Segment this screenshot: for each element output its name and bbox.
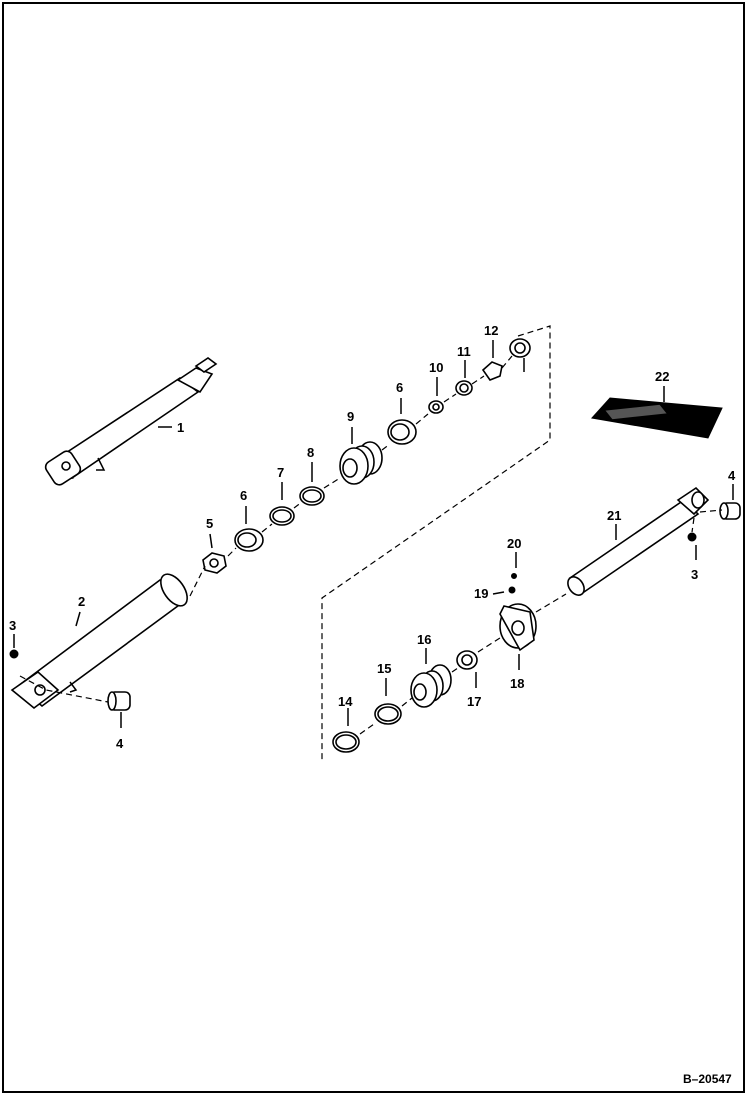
- callout-11: 11: [457, 344, 471, 359]
- callout-17: 17: [467, 694, 481, 709]
- part-4-bushing-left: [107, 691, 131, 711]
- part-17-washer: [456, 650, 478, 670]
- part-6-gland-upper: [387, 419, 417, 445]
- part-7-ring: [269, 506, 295, 526]
- part-21-rod: [567, 486, 710, 596]
- callout-2: 2: [78, 594, 85, 609]
- callout-5: 5: [206, 516, 213, 531]
- callout-21: 21: [607, 508, 621, 523]
- callout-9: 9: [347, 409, 354, 424]
- callout-19: 19: [474, 586, 488, 601]
- part-14-ring: [332, 731, 360, 753]
- callout-15: 15: [377, 661, 391, 676]
- callout-18: 18: [510, 676, 524, 691]
- callout-6-upper: 6: [396, 380, 403, 395]
- part-2-cylinder-barrel: [10, 573, 188, 710]
- part-6-gland-lower: [234, 528, 264, 552]
- figure-reference-number: B–20547: [683, 1072, 732, 1086]
- callout-8: 8: [307, 445, 314, 460]
- part-1-cylinder-barrel: [44, 357, 218, 486]
- part-3-fitting-left: [9, 649, 19, 659]
- callout-10: 10: [429, 360, 443, 375]
- part-8-ring: [299, 486, 325, 506]
- part-12-nut: [481, 361, 503, 381]
- part-20-plug: [511, 573, 517, 579]
- part-10-washer: [428, 400, 444, 414]
- part-15-ring: [374, 703, 402, 725]
- callout-leaders: [13, 340, 734, 728]
- callout-22: 22: [655, 369, 669, 384]
- part-18-head: [499, 603, 537, 652]
- part-19-ball: [508, 586, 516, 594]
- callout-4-right: 4: [728, 468, 736, 483]
- part-5-nut: [202, 552, 227, 574]
- part-11-snap-ring: [455, 380, 473, 396]
- callout-3-right: 3: [691, 567, 698, 582]
- part-4-bushing-right: [719, 502, 741, 520]
- callout-1: 1: [177, 420, 184, 435]
- callout-3-left: 3: [9, 618, 16, 633]
- part-3-fitting-right: [687, 532, 697, 542]
- callout-20: 20: [507, 536, 521, 551]
- part-13-fitting: [509, 338, 531, 358]
- callout-6-lower: 6: [240, 488, 247, 503]
- part-22-seal-kit: [591, 397, 723, 439]
- callout-16: 16: [417, 632, 431, 647]
- callout-4-left: 4: [116, 736, 124, 751]
- callout-12: 12: [484, 323, 498, 338]
- callout-14: 14: [338, 694, 353, 709]
- part-9-piston: [339, 441, 383, 485]
- part-16-piston: [410, 664, 452, 708]
- callout-7: 7: [277, 465, 284, 480]
